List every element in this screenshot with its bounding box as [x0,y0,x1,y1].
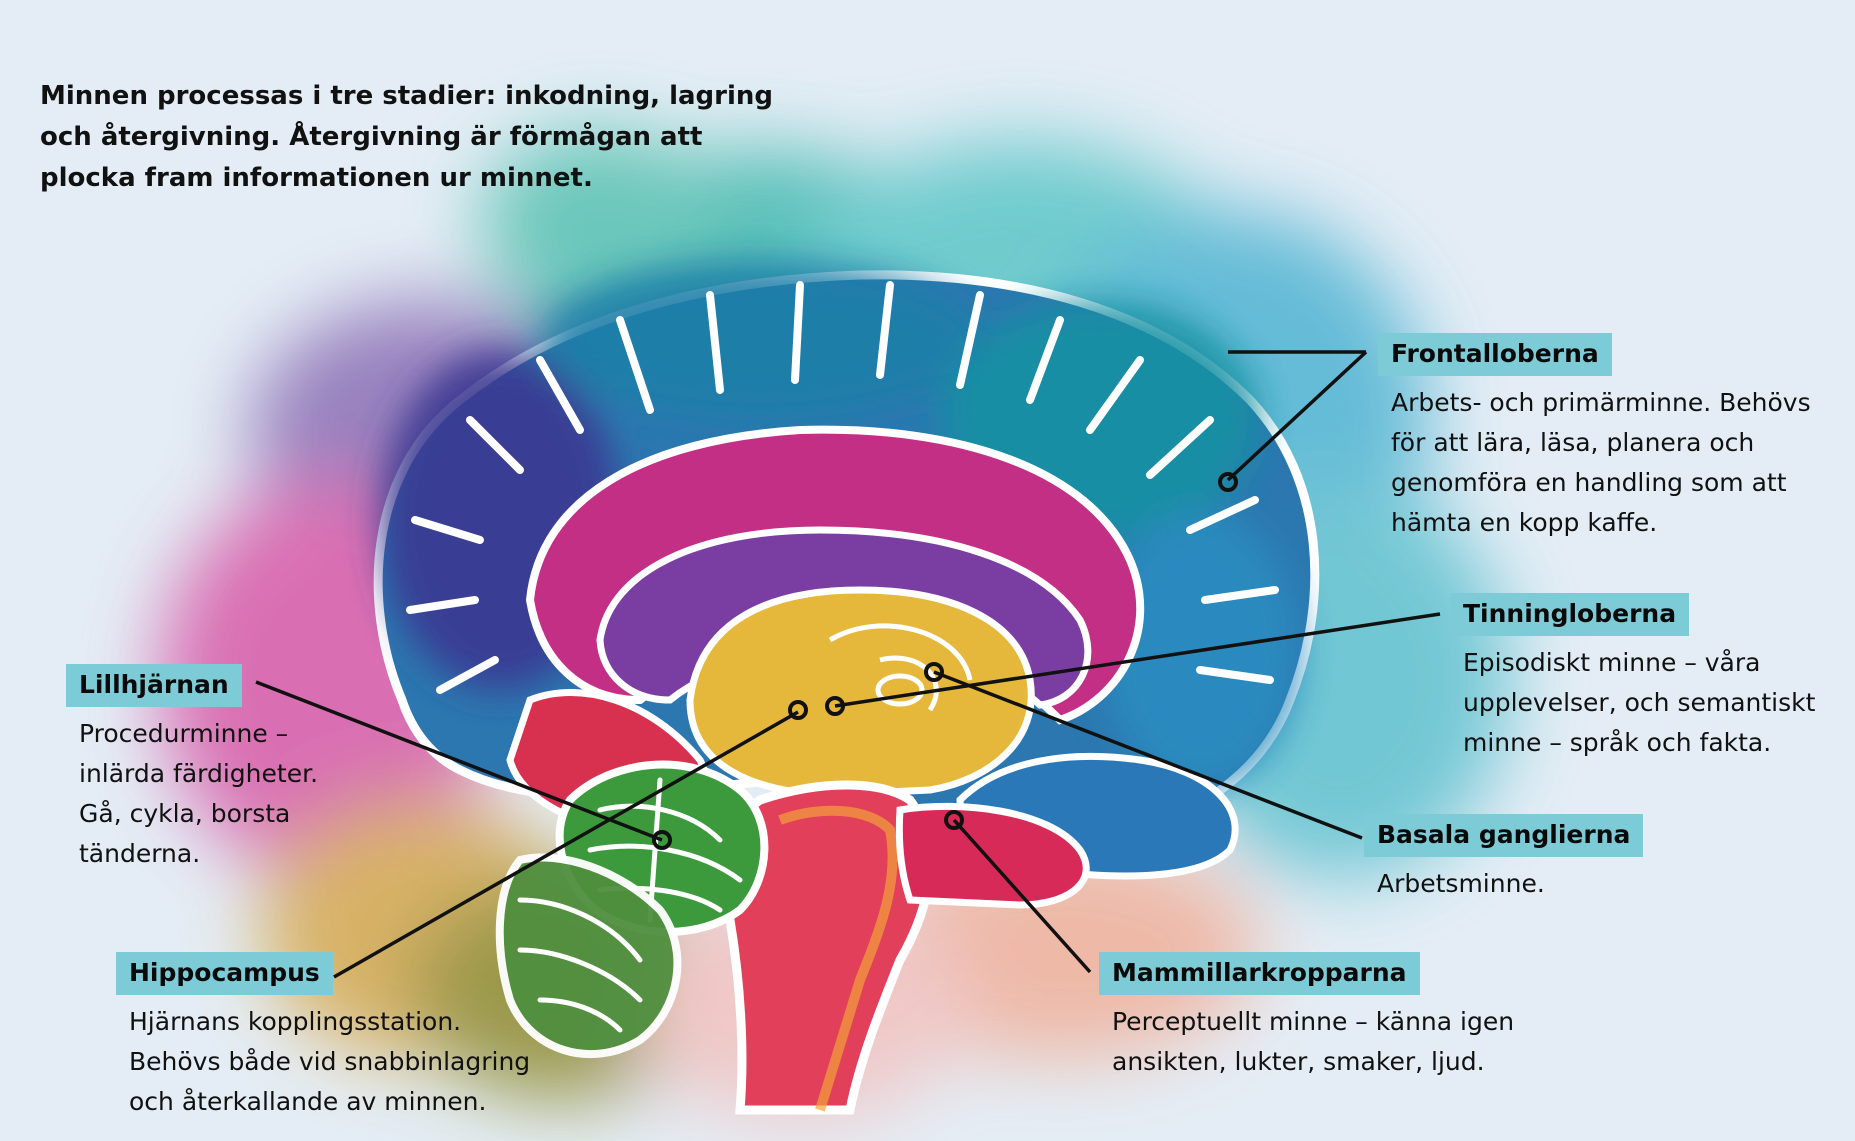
leader-line-basal [933,670,1363,840]
callout-hippocampus: Hippocampus Hjärnans kopplingsstation. B… [116,952,546,1122]
leader-line-cerebellum [255,680,663,842]
marker-mammillary [944,810,964,830]
description-mammillary: Perceptuellt minne – känna igen ansikten… [1112,1007,1515,1076]
description-cerebellum: Procedurminne – inlärda färdigheter. Gå,… [79,719,319,868]
brain-body [373,260,1320,1115]
label-hippocampus: Hippocampus [116,952,333,995]
marker-frontal [1218,472,1238,492]
marker-hippocampus [788,700,808,720]
leader-line-hippocampus [333,710,799,979]
label-basal-ganglia: Basala ganglierna [1364,814,1644,857]
label-cerebellum: Lillhjärnan [66,664,242,707]
callout-mammillary: Mammillarkropparna Perceptuellt minne – … [1099,952,1539,1082]
callout-basal-ganglia: Basala ganglierna Arbetsminne. [1364,814,1784,904]
leader-line-mammillary [952,818,1092,974]
label-frontal: Frontalloberna [1378,333,1612,376]
leader-markers [652,472,1238,850]
label-mammillary: Mammillarkropparna [1099,952,1420,995]
label-temporal: Tinningloberna [1450,593,1690,636]
leader-line-frontal-path [1226,350,1368,482]
callout-frontal: Frontalloberna Arbets- och primärminne. … [1378,333,1848,543]
description-temporal: Episodiskt minne – våra upplevelser, och… [1463,648,1816,757]
description-hippocampus: Hjärnans kopplingsstation. Behövs både v… [129,1007,531,1116]
description-frontal: Arbets- och primärminne. Behövs för att … [1391,388,1811,537]
leader-lines [255,350,1441,979]
leader-line-temporal [834,612,1441,708]
intro-text: Minnen processas i tre stadier: inkodnin… [40,81,774,193]
marker-basal [924,662,944,682]
callout-temporal: Tinningloberna Episodiskt minne – våra u… [1450,593,1850,763]
callout-cerebellum: Lillhjärnan Procedurminne – inlärda färd… [66,664,366,874]
marker-cerebellum [652,830,672,850]
description-basal-ganglia: Arbetsminne. [1377,869,1545,898]
marker-temporal [825,696,845,716]
